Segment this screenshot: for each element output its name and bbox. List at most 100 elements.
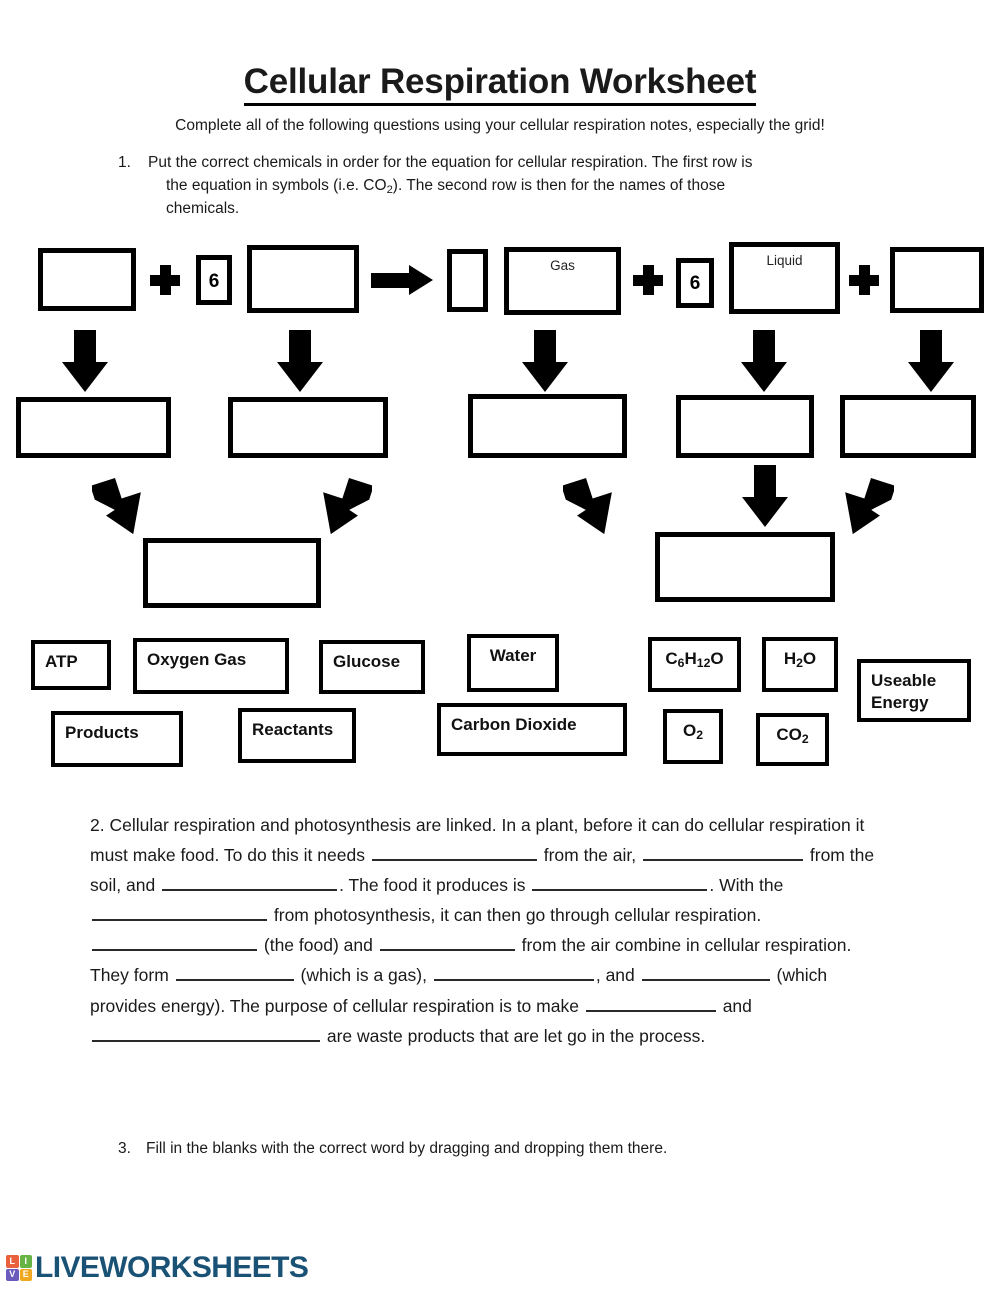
word-chip-oxygen-gas[interactable]: Oxygen Gas	[133, 638, 289, 694]
question-1-number: 1.	[118, 154, 131, 171]
blank-input-11[interactable]	[585, 991, 716, 1012]
question-2-seg13: are waste products that are let go in th…	[326, 1025, 706, 1046]
question-1-line2-post: ). The second row is then for the names …	[392, 176, 726, 194]
page-title-text: Cellular Respiration Worksheet	[243, 62, 757, 106]
plus-icon-3	[849, 265, 879, 295]
word-chip-glucose[interactable]: Glucose	[319, 640, 425, 694]
down-left-arrow-icon-1	[300, 468, 372, 540]
blank-input-10[interactable]	[641, 961, 770, 982]
question-3: 3. Fill in the blanks with the correct wo…	[118, 1140, 898, 1158]
liveworksheets-logo-icon: L I V E	[6, 1255, 32, 1281]
word-chip-co2-formula[interactable]: CO2	[756, 713, 829, 766]
down-right-arrow-icon-1	[92, 468, 164, 540]
co2-sub-2: 2	[801, 732, 809, 747]
name-dropzone-2[interactable]	[228, 397, 388, 458]
question-2-seg9: (which is a gas),	[300, 965, 427, 986]
blank-input-1[interactable]	[371, 841, 537, 862]
word-chip-oxygen-formula[interactable]: O2	[663, 709, 723, 764]
down-arrow-icon-4	[741, 330, 787, 392]
yields-arrow-icon	[371, 265, 433, 295]
blank-input-6[interactable]	[92, 931, 257, 952]
word-chip-atp[interactable]: ATP	[31, 640, 111, 690]
plus-icon-2	[633, 265, 663, 295]
question-2-seg1: Cellular respiration and photosynthesis …	[90, 815, 865, 866]
name-dropzone-4[interactable]	[676, 395, 814, 458]
question-1-line3: chemicals.	[166, 199, 240, 217]
question-3-text: Fill in the blanks with the correct word…	[146, 1140, 668, 1157]
equation-dropzone-1[interactable]	[38, 248, 136, 311]
question-1-line2: the equation in symbols (i.e. CO2). The …	[166, 175, 878, 198]
question-2-seg8: from the air combine in cellular respira…	[90, 935, 852, 986]
question-2-seg5: . With the	[709, 875, 784, 896]
down-left-arrow-icon-2	[822, 468, 894, 540]
water-sub-2: 2	[796, 656, 803, 671]
logo-cell-l: L	[6, 1255, 19, 1268]
word-chip-products[interactable]: Products	[51, 711, 183, 767]
blank-input-12[interactable]	[92, 1021, 320, 1042]
question-1-line1: Put the correct chemicals in order for t…	[148, 154, 753, 171]
logo-cell-v: V	[6, 1268, 19, 1281]
down-arrow-icon-1	[62, 330, 108, 392]
word-chip-water-formula[interactable]: H2O	[762, 637, 838, 692]
question-2-seg6: from photosynthesis, it can then go thro…	[273, 905, 762, 926]
down-arrow-icon-3	[522, 330, 568, 392]
blank-input-2[interactable]	[643, 841, 803, 862]
glucose-sub-12: 12	[696, 656, 711, 671]
blank-input-3[interactable]	[162, 871, 338, 892]
question-2-number: 2.	[90, 815, 105, 835]
question-2-seg2: from the air,	[543, 845, 637, 866]
word-chip-water[interactable]: Water	[467, 634, 559, 692]
useable-energy-line-2: Energy	[871, 692, 929, 712]
name-dropzone-5[interactable]	[840, 395, 976, 458]
plus-icon-1	[150, 265, 180, 295]
question-2-seg7: (the food) and	[263, 935, 373, 956]
blank-input-5[interactable]	[92, 901, 267, 922]
blank-input-4[interactable]	[532, 871, 708, 892]
gas-hint-label: Gas	[550, 258, 575, 273]
down-arrow-icon-5	[908, 330, 954, 392]
coefficient-box-6-left: 6	[196, 255, 232, 305]
glucose-sub-6: 6	[677, 656, 685, 671]
co2-subscript: 2	[386, 184, 393, 197]
coefficient-liquid-value: 6	[689, 273, 701, 294]
question-3-number: 3.	[118, 1140, 131, 1157]
useable-energy-line-1: Useable	[871, 671, 937, 690]
coefficient-box-6-gas-underline	[447, 256, 488, 312]
equation-dropzone-3[interactable]	[890, 247, 984, 313]
blank-input-9[interactable]	[433, 961, 594, 982]
question-2-seg4: . The food it produces is	[339, 875, 526, 896]
question-2-seg11: (which provides energy). The purpose of …	[90, 965, 828, 1016]
blank-input-8[interactable]	[175, 961, 294, 982]
liveworksheets-logo: L I V E LIVEWORKSHEETS	[6, 1251, 309, 1285]
word-chip-glucose-formula[interactable]: C6H12O	[648, 637, 741, 692]
oxygen-sub-2: 2	[696, 728, 704, 743]
worksheet-subtitle: Complete all of the following questions …	[175, 117, 825, 134]
question-2: 2. Cellular respiration and photosynthes…	[90, 810, 880, 1051]
coefficient-left-value: 6	[208, 271, 220, 292]
blank-input-7[interactable]	[379, 931, 515, 952]
equation-dropzone-gas[interactable]: Gas	[504, 247, 621, 315]
name-dropzone-3[interactable]	[468, 394, 627, 458]
question-2-seg12: and	[722, 995, 752, 1016]
summary-dropzone-products[interactable]	[655, 532, 835, 602]
word-chip-reactants[interactable]: Reactants	[238, 708, 356, 763]
down-arrow-icon-2	[277, 330, 323, 392]
liquid-hint-label: Liquid	[766, 253, 803, 268]
liveworksheets-brand-text: LIVEWORKSHEETS	[35, 1251, 309, 1284]
question-1-line2-pre: the equation in symbols (i.e. CO	[166, 176, 387, 194]
equation-dropzone-liquid[interactable]: Liquid	[729, 242, 840, 314]
down-right-arrow-icon-2	[563, 468, 635, 540]
logo-cell-i: I	[19, 1255, 32, 1268]
down-arrow-icon-6	[742, 465, 788, 527]
coefficient-box-6-liquid: 6	[676, 258, 714, 308]
summary-dropzone-reactants[interactable]	[143, 538, 321, 608]
equation-dropzone-2[interactable]	[247, 245, 359, 313]
word-chip-useable-energy[interactable]: Useable Energy	[857, 659, 971, 722]
question-1: 1. Put the correct chemicals in order fo…	[118, 152, 878, 221]
name-dropzone-1[interactable]	[16, 397, 171, 458]
question-2-seg10: , and	[595, 965, 635, 986]
page-title: Cellular Respiration Worksheet	[0, 62, 1000, 106]
word-chip-carbon-dioxide[interactable]: Carbon Dioxide	[437, 703, 627, 756]
